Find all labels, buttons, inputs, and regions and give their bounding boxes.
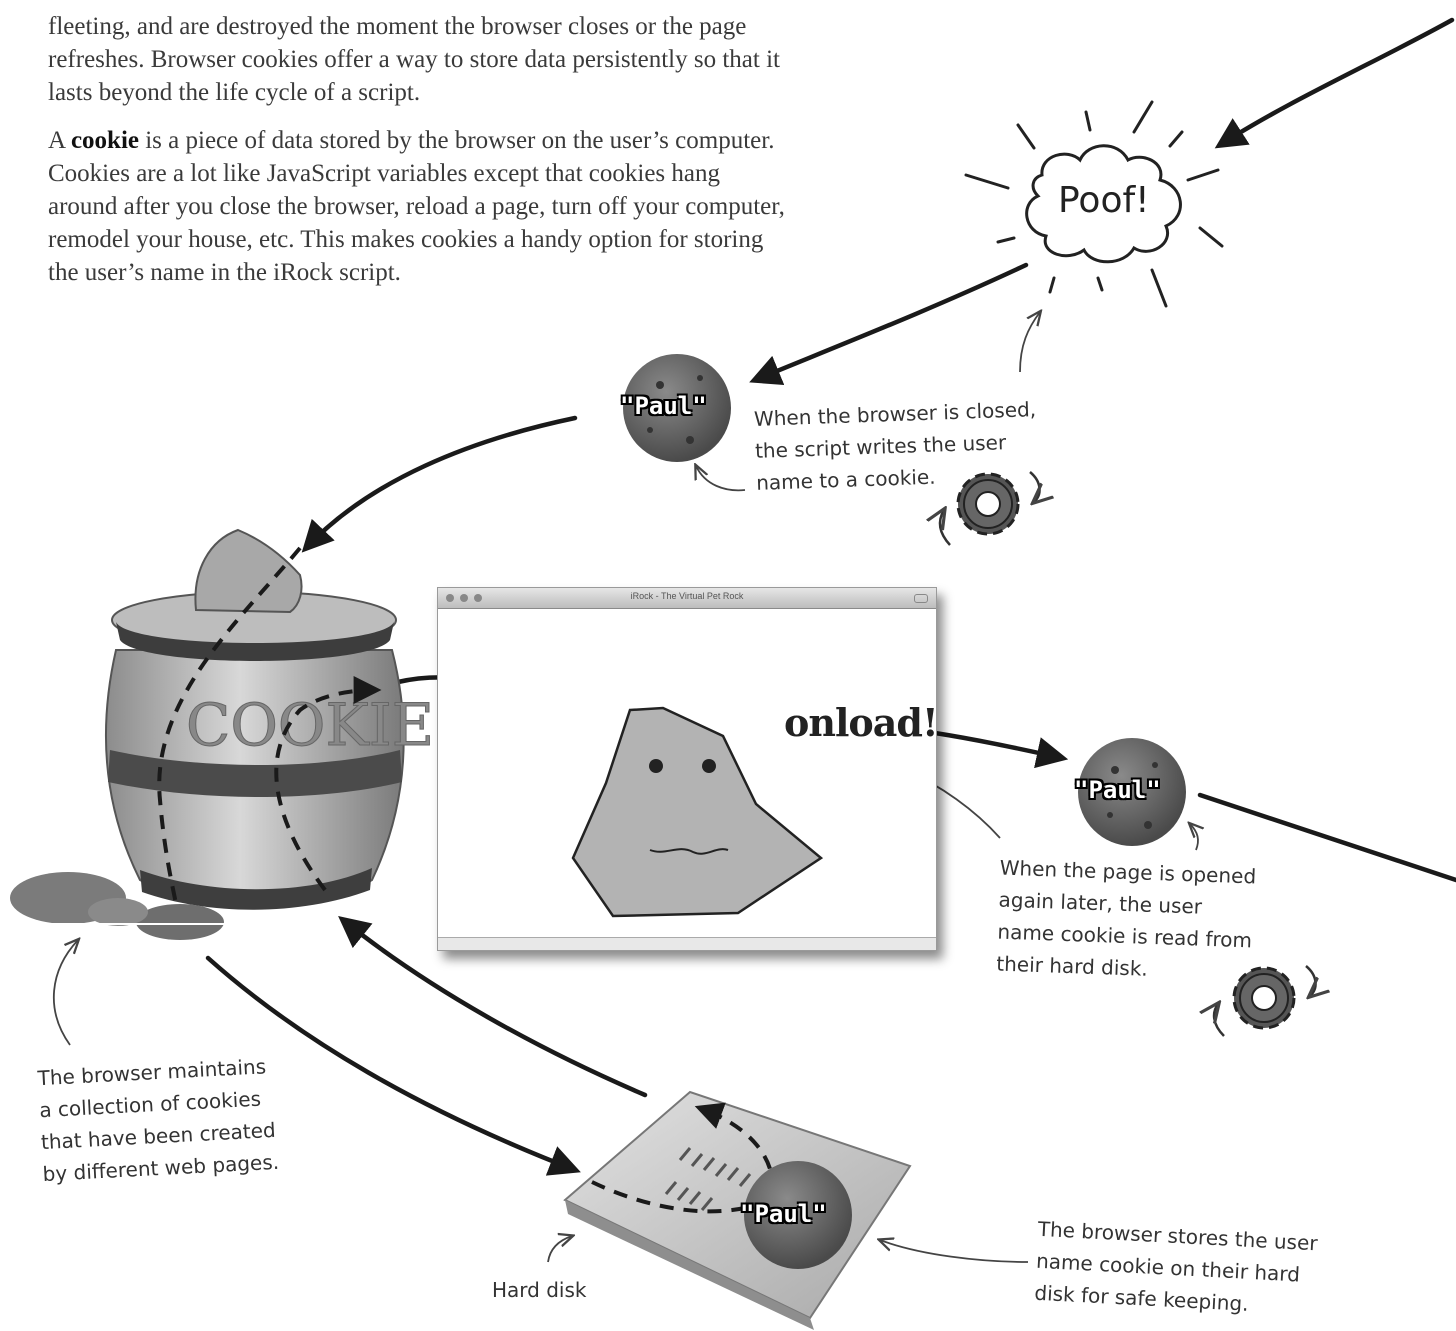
- poof-burst: [964, 100, 1224, 308]
- note-opened-line-1: When the page is opened: [999, 855, 1257, 889]
- poof-cloud: [1025, 144, 1182, 264]
- window-status-bar: [438, 937, 936, 950]
- pet-rock: [571, 706, 824, 918]
- para2-line-3: around after you close the browser, relo…: [48, 193, 785, 220]
- cookie-middle: [1078, 738, 1186, 846]
- note-stores-line-2: name cookie on their hard: [1035, 1248, 1301, 1287]
- arrow-disk-to-jar: [338, 916, 648, 1098]
- note-opened-line-4: their hard disk.: [995, 951, 1149, 981]
- rock-right-eye: [702, 759, 716, 773]
- hard-disk-caption: Hard disk: [492, 1278, 587, 1302]
- para2-first-rest: is a piece of data stored by the browser…: [138, 127, 775, 154]
- hard-disk-illustration: [563, 1090, 912, 1330]
- note-collection-line-3: that have been created: [40, 1117, 277, 1155]
- zoom-button-icon[interactable]: [474, 594, 482, 602]
- para1-line-2: refreshes. Browser cookies offer a way t…: [48, 46, 780, 73]
- cookie-label-top: "Paul": [620, 392, 707, 420]
- note-browser-closed: When the browser is closed, the script w…: [753, 393, 1038, 499]
- note-closed-line-3: name to a cookie.: [755, 464, 936, 495]
- note-page-opened: When the page is opened again later, the…: [996, 852, 1257, 989]
- note-closed-line-2: the script writes the user: [754, 430, 1007, 463]
- arrow-jar-to-disk: [205, 955, 581, 1176]
- arrow-cookie-to-jar: [301, 415, 578, 553]
- arrow-onload-to-cookie: [932, 730, 1069, 769]
- note-opened-line-3: name cookie is read from: [997, 919, 1253, 953]
- cookie-label-middle: "Paul": [1074, 776, 1161, 804]
- poof-label: Poof!: [1058, 180, 1150, 221]
- note-collection-line-2: a collection of cookies: [38, 1086, 262, 1123]
- note-opened-line-2: again later, the user: [998, 887, 1203, 919]
- gear-icon: [940, 471, 1040, 546]
- note-cookie-collection: The browser maintains a collection of co…: [37, 1050, 280, 1190]
- cookie-term: cookie: [70, 127, 139, 154]
- rock-left-eye: [649, 759, 663, 773]
- rock-canvas: [571, 706, 824, 918]
- arrow-poof-to-cookie: [749, 262, 1029, 385]
- cookie-jar-illustration: COOKIES: [10, 528, 474, 940]
- note-collection-line-1: The browser maintains: [37, 1054, 267, 1091]
- note-closed-line-1: When the browser is closed,: [753, 397, 1037, 431]
- toolbar-toggle-icon[interactable]: [914, 594, 928, 603]
- para2-line-5: the user’s name in the iRock script.: [48, 259, 401, 286]
- window-title: iRock - The Virtual Pet Rock: [630, 591, 744, 601]
- rock-mouth: [649, 848, 729, 855]
- browser-window: iRock - The Virtual Pet Rock: [437, 587, 937, 951]
- note-stores-cookie: The browser stores the user name cookie …: [1034, 1213, 1319, 1324]
- para1-line-1: fleeting, and are destroyed the moment t…: [48, 13, 747, 40]
- cookie-label-disk: "Paul": [740, 1200, 827, 1228]
- cookie-definition-paragraph: A cookie is a piece of data stored by th…: [48, 124, 848, 289]
- arrow-cookie-offscreen: [1197, 792, 1456, 883]
- para2-start: A: [48, 127, 71, 154]
- gear-icon: [1214, 965, 1316, 1037]
- window-titlebar: iRock - The Virtual Pet Rock: [438, 588, 936, 609]
- cookie-on-disk: [744, 1161, 852, 1269]
- para2-line-4: remodel your house, etc. This makes cook…: [48, 226, 764, 253]
- cookie-top: [623, 354, 731, 462]
- close-button-icon[interactable]: [446, 594, 454, 602]
- arrow-into-poof: [1214, 17, 1455, 149]
- onload-label: onload!: [784, 700, 939, 745]
- intro-paragraph-tail: fleeting, and are destroyed the moment t…: [48, 10, 848, 109]
- minimize-button-icon[interactable]: [460, 594, 468, 602]
- jar-label: COOKIES: [186, 691, 474, 759]
- para1-line-3: lasts beyond the life cycle of a script.: [48, 79, 421, 106]
- para2-line-2: Cookies are a lot like JavaScript variab…: [48, 160, 720, 187]
